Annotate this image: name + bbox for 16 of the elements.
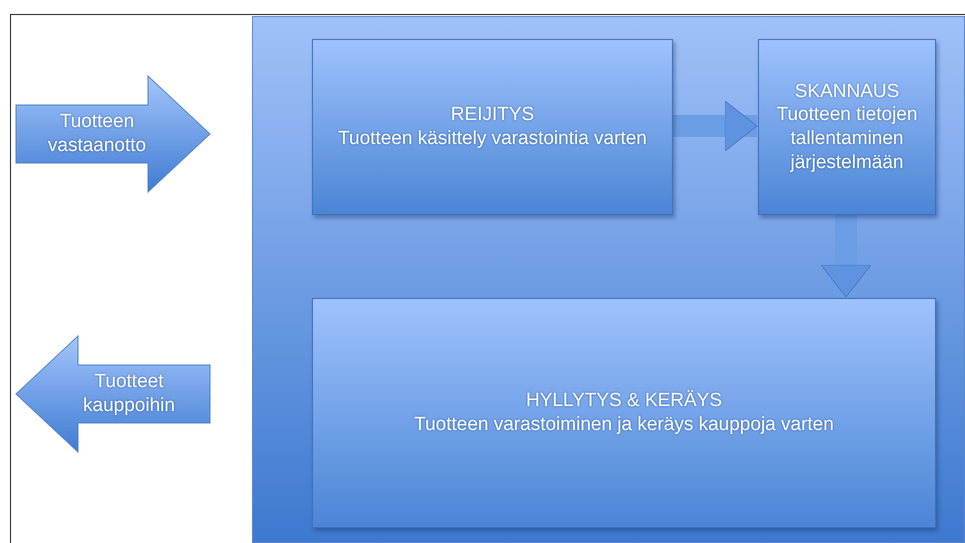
background-panel xyxy=(252,16,965,543)
arrow-label: Tuotteet kauppoihin xyxy=(82,370,176,418)
block-arrow-connector xyxy=(672,100,758,152)
box-title: SKANNAUS xyxy=(794,80,900,104)
process-box xyxy=(312,39,673,215)
arrow-label: Tuotteen vastaanotto xyxy=(46,110,148,158)
box-text: Tuotteen varastoiminen ja keräys kauppoja varten xyxy=(414,413,834,437)
box-title: HYLLYTYS & KERÄYS xyxy=(526,389,722,413)
box-text: Tuotteen tietojen tallentaminen järjestelmään xyxy=(776,103,918,174)
process-box xyxy=(312,298,936,528)
box-title: REIJITYS xyxy=(450,103,534,127)
process-box xyxy=(758,39,936,215)
block-arrow xyxy=(16,336,210,452)
block-arrow xyxy=(16,76,210,192)
box-text: Tuotteen käsittely varastointia varten xyxy=(338,127,647,151)
block-arrow-connector xyxy=(820,214,872,298)
